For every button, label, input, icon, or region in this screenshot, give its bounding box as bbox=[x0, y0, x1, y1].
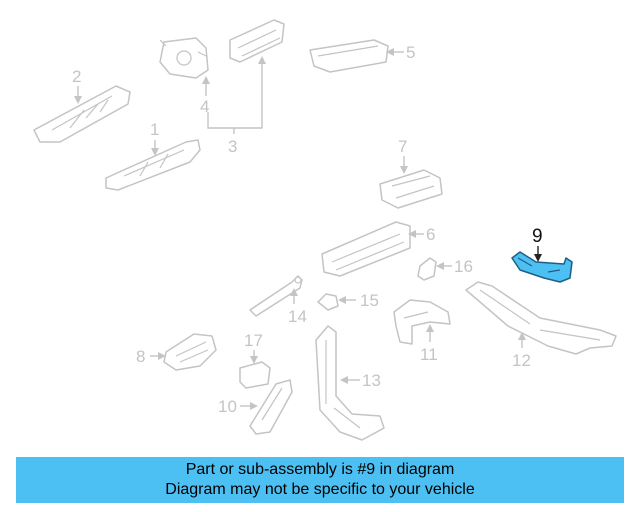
callout-4: 4 bbox=[200, 76, 210, 116]
callout-5: 5 bbox=[386, 43, 415, 62]
svg-text:9: 9 bbox=[532, 226, 543, 247]
svg-text:1: 1 bbox=[150, 120, 159, 139]
part-12-duct bbox=[465, 281, 617, 355]
svg-text:16: 16 bbox=[454, 257, 473, 276]
callout-12: 12 bbox=[512, 332, 531, 370]
part-16-clip bbox=[417, 257, 437, 281]
part-13-duct bbox=[315, 325, 385, 441]
part-8-vent bbox=[163, 333, 217, 371]
part-7-vent bbox=[379, 169, 443, 209]
svg-text:17: 17 bbox=[244, 331, 263, 350]
callout-8: 8 bbox=[136, 347, 166, 366]
callout-9: 9 bbox=[532, 226, 543, 262]
callout-7: 7 bbox=[398, 137, 408, 174]
svg-text:15: 15 bbox=[360, 291, 379, 310]
svg-text:8: 8 bbox=[136, 347, 145, 366]
part-9-highlighted bbox=[511, 251, 573, 283]
callout-17: 17 bbox=[244, 331, 263, 364]
banner-line-1: Part or sub-assembly is #9 in diagram bbox=[185, 461, 455, 478]
callout-3: 3 bbox=[207, 56, 266, 156]
svg-text:3: 3 bbox=[228, 137, 237, 156]
svg-text:7: 7 bbox=[398, 137, 407, 156]
callout-11: 11 bbox=[420, 324, 438, 364]
callout-14: 14 bbox=[288, 288, 307, 326]
svg-text:4: 4 bbox=[200, 97, 209, 116]
callout-2: 2 bbox=[72, 67, 82, 104]
part-11-duct bbox=[393, 299, 451, 345]
part-14-rod bbox=[249, 275, 303, 317]
part-10-duct bbox=[249, 379, 293, 435]
part-15-clip bbox=[317, 293, 339, 311]
part-1-duct bbox=[105, 139, 201, 191]
svg-text:5: 5 bbox=[406, 43, 415, 62]
callout-1: 1 bbox=[150, 120, 159, 156]
svg-text:2: 2 bbox=[72, 67, 81, 86]
svg-text:13: 13 bbox=[362, 371, 381, 390]
part-4-actuator bbox=[159, 37, 209, 79]
part-3-vent bbox=[229, 19, 285, 63]
callout-10: 10 bbox=[218, 397, 258, 416]
part-17-block bbox=[239, 361, 271, 389]
part-6-vent bbox=[321, 221, 411, 277]
svg-text:11: 11 bbox=[420, 345, 438, 364]
callout-15: 15 bbox=[338, 291, 379, 310]
callout-16: 16 bbox=[436, 257, 473, 276]
part-5-tray bbox=[309, 39, 389, 73]
part-2-duct bbox=[33, 85, 131, 143]
svg-text:12: 12 bbox=[512, 351, 531, 370]
banner-line-2: Diagram may not be specific to your vehi… bbox=[165, 481, 475, 498]
svg-text:10: 10 bbox=[218, 397, 237, 416]
callout-13: 13 bbox=[340, 371, 381, 390]
svg-text:6: 6 bbox=[426, 225, 435, 244]
callout-6: 6 bbox=[408, 225, 435, 244]
svg-text:14: 14 bbox=[288, 307, 307, 326]
info-banner: Part or sub-assembly is #9 in diagram Di… bbox=[16, 457, 624, 503]
